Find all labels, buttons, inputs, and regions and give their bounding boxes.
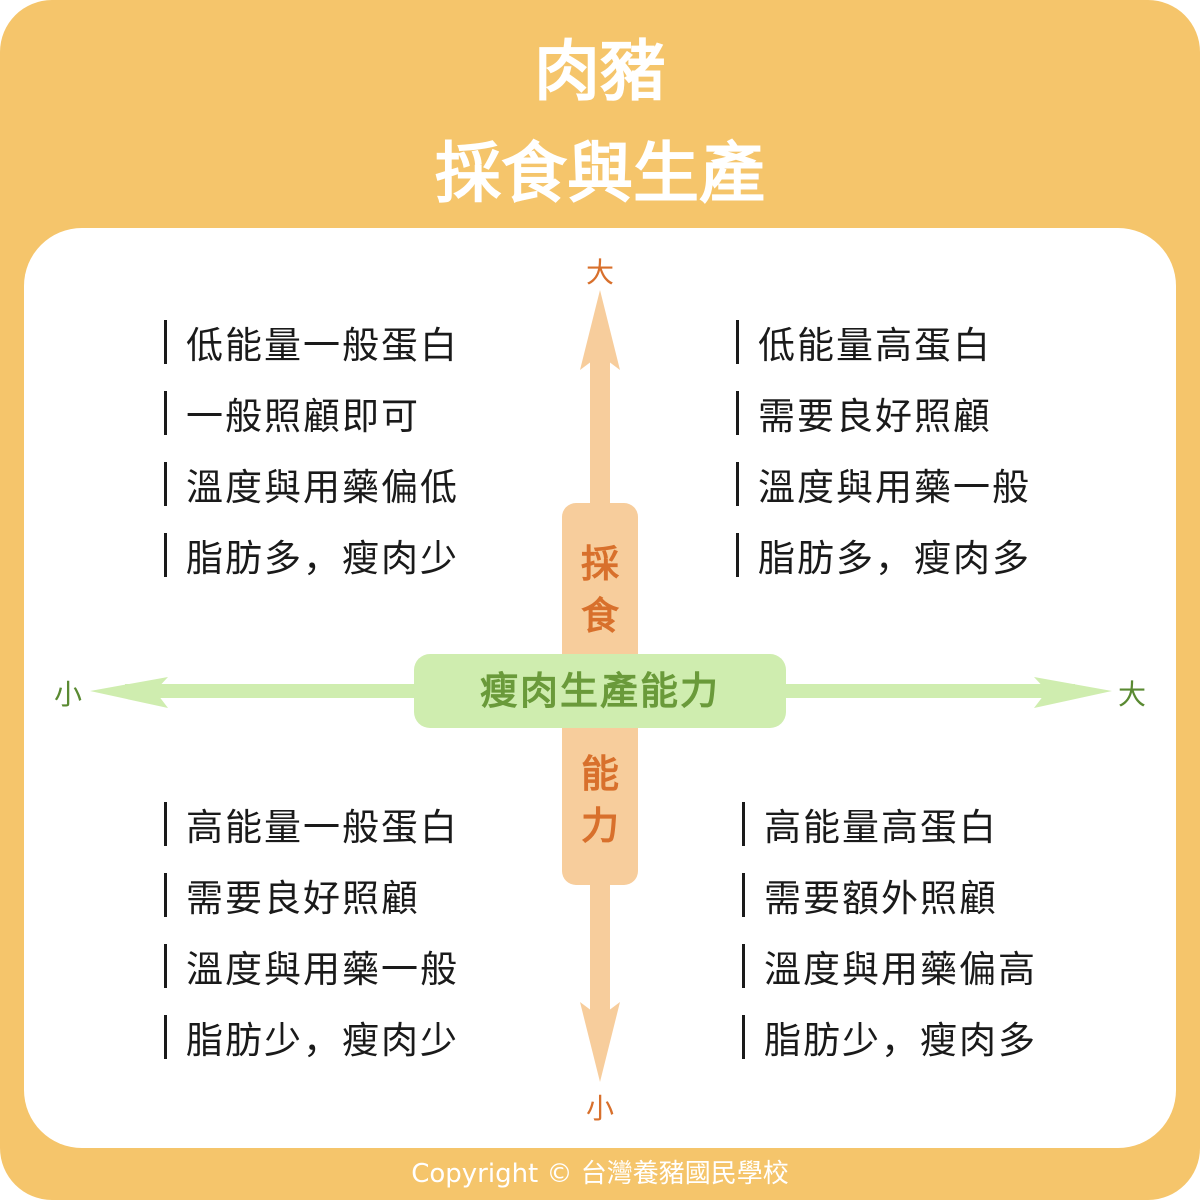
item-text: 脂肪少，瘦肉少	[186, 1018, 459, 1062]
vertical-axis-lower-shaft	[590, 870, 610, 1035]
quadrant-top-right: 低能量高蛋白 需要良好照顧 溫度與用藥一般 脂肪多，瘦肉多	[736, 306, 1031, 590]
bullet-bar	[742, 872, 745, 917]
bullet-bar	[164, 461, 167, 506]
bullet-bar	[742, 943, 745, 988]
bullet-bar	[736, 461, 739, 506]
bullet-bar	[164, 532, 167, 577]
copyright-footer: Copyright © 台灣養豬國民學校	[411, 1159, 789, 1189]
quadrant-item: 低能量高蛋白	[736, 306, 1031, 377]
bullet-bar	[742, 801, 745, 846]
quadrant-bottom-left: 高能量一般蛋白 需要良好照顧 溫度與用藥一般 脂肪少，瘦肉少	[164, 788, 459, 1072]
title-line-2: 採食與生產	[435, 135, 765, 212]
vertical-axis-title-bottom: 能力	[562, 748, 638, 852]
item-text: 低能量高蛋白	[758, 323, 992, 367]
quadrant-item: 脂肪少，瘦肉多	[742, 1001, 1037, 1072]
vertical-axis-down-arrowhead	[580, 1002, 620, 1082]
vertical-axis-title-top: 採食	[562, 538, 638, 642]
item-text: 低能量一般蛋白	[186, 323, 459, 367]
quadrant-bottom-right: 高能量高蛋白 需要額外照顧 溫度與用藥偏高 脂肪少，瘦肉多	[742, 788, 1037, 1072]
quadrant-item: 高能量一般蛋白	[164, 788, 459, 859]
quadrant-item: 低能量一般蛋白	[164, 306, 459, 377]
quadrant-item: 脂肪多，瘦肉少	[164, 519, 459, 590]
horizontal-axis-left-arrowhead	[90, 677, 168, 708]
quadrant-item: 溫度與用藥一般	[736, 448, 1031, 519]
vertical-axis-title-top-text: 採食	[580, 542, 619, 638]
bullet-bar	[736, 532, 739, 577]
item-text: 高能量一般蛋白	[186, 805, 459, 849]
item-text: 脂肪多，瘦肉多	[758, 536, 1031, 580]
bullet-bar	[164, 1014, 167, 1059]
quadrant-item: 脂肪少，瘦肉少	[164, 1001, 459, 1072]
item-text: 一般照顧即可	[186, 394, 420, 438]
quadrant-top-left: 低能量一般蛋白 一般照顧即可 溫度與用藥偏低 脂肪多，瘦肉少	[164, 306, 459, 590]
horizontal-axis-low-label: 小	[54, 678, 83, 711]
item-text: 溫度與用藥偏高	[764, 947, 1037, 991]
item-text: 需要良好照顧	[758, 394, 992, 438]
bullet-bar	[736, 390, 739, 435]
item-text: 需要額外照顧	[764, 876, 998, 920]
quadrant-item: 需要良好照顧	[164, 859, 459, 930]
quadrant-item: 溫度與用藥偏高	[742, 930, 1037, 1001]
horizontal-axis-right-arrowhead	[1034, 677, 1112, 708]
item-text: 溫度與用藥偏低	[186, 465, 459, 509]
bullet-bar	[164, 801, 167, 846]
horizontal-axis-title: 瘦肉生產能力	[479, 669, 720, 713]
vertical-axis-high-label: 大	[585, 256, 614, 289]
item-text: 脂肪多，瘦肉少	[186, 536, 459, 580]
quadrant-item: 一般照顧即可	[164, 377, 459, 448]
quadrant-item: 高能量高蛋白	[742, 788, 1037, 859]
bullet-bar	[164, 319, 167, 364]
item-text: 溫度與用藥一般	[186, 947, 459, 991]
vertical-axis-up-arrowhead	[580, 290, 620, 370]
quadrant-item: 需要額外照顧	[742, 859, 1037, 930]
item-text: 脂肪少，瘦肉多	[764, 1018, 1037, 1062]
quadrant-item: 脂肪多，瘦肉多	[736, 519, 1031, 590]
bullet-bar	[164, 943, 167, 988]
horizontal-axis-left-shaft	[125, 684, 425, 698]
bullet-bar	[164, 872, 167, 917]
item-text: 溫度與用藥一般	[758, 465, 1031, 509]
quadrant-item: 需要良好照顧	[736, 377, 1031, 448]
item-text: 高能量高蛋白	[764, 805, 998, 849]
horizontal-axis-high-label: 大	[1118, 678, 1147, 711]
horizontal-axis-label-box	[414, 654, 786, 728]
bullet-bar	[164, 390, 167, 435]
item-text: 需要良好照顧	[186, 876, 420, 920]
quadrant-item: 溫度與用藥偏低	[164, 448, 459, 519]
title-line-1: 肉豬	[534, 33, 666, 110]
vertical-axis-low-label: 小	[585, 1092, 614, 1125]
vertical-axis-upper-shaft	[590, 355, 610, 515]
quadrant-item: 溫度與用藥一般	[164, 930, 459, 1001]
vertical-axis-title-bottom-text: 能力	[580, 752, 619, 848]
bullet-bar	[742, 1014, 745, 1059]
bullet-bar	[736, 319, 739, 364]
horizontal-axis-right-shaft	[775, 684, 1075, 698]
